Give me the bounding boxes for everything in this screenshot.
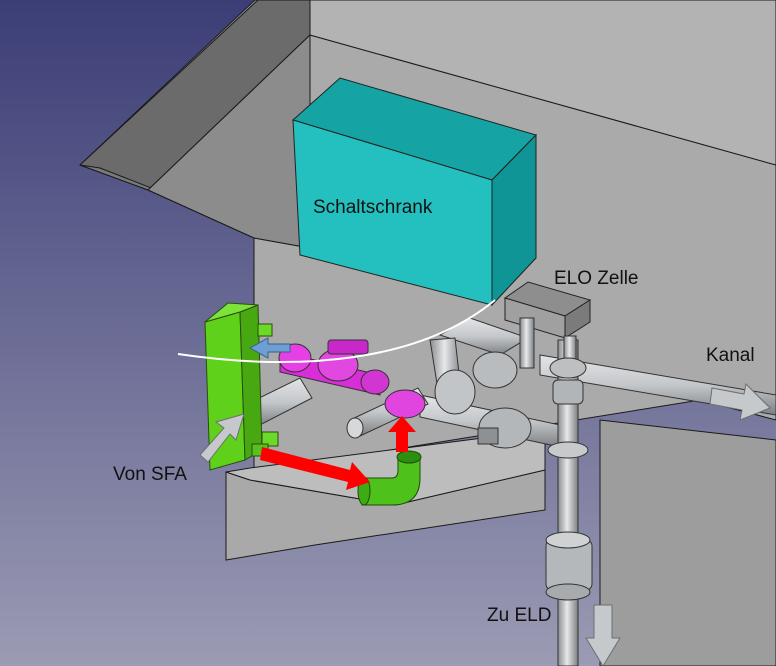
valve-body-upper [552, 379, 584, 405]
flange-lower [545, 531, 591, 549]
label-outlet: Zu ELD [487, 605, 552, 626]
magenta-fitting-right [360, 369, 390, 395]
magenta-valve-top [327, 339, 369, 355]
pipe-grey-mid-end [346, 417, 364, 439]
tank-top-face [309, 0, 776, 166]
grey-down-arrow [585, 604, 621, 666]
cabinet-side [491, 133, 537, 307]
tank-ledge [225, 429, 546, 506]
red-flow-arrow-up [388, 416, 416, 452]
magenta-tee [384, 389, 426, 419]
grey-inlet-arrow [199, 413, 245, 463]
flange-mid [547, 441, 589, 459]
elbow-joint [434, 369, 476, 415]
grey-channel-arrow [709, 382, 771, 421]
flow-curve [177, 299, 496, 363]
heat-exchanger-top [204, 302, 259, 323]
pipe-vertical-short [519, 317, 535, 369]
valve-diag-handle [477, 427, 499, 445]
tank-right-base [599, 419, 776, 666]
label-inlet: Von SFA [113, 464, 187, 485]
label-cabinet: Schaltschrank [313, 197, 433, 218]
valve-upper [549, 357, 587, 379]
valve-diag-1 [472, 351, 518, 389]
label-elo-cell: ELO Zelle [554, 268, 639, 289]
elo-cell-side [564, 299, 591, 339]
heat-exchanger-port-upper [257, 323, 273, 337]
blue-flow-arrow [248, 337, 291, 359]
green-elbow-top [396, 450, 422, 464]
label-channel: Kanal [706, 345, 755, 366]
heat-exchanger-port-lower [261, 431, 279, 447]
red-flow-arrow-horizontal [260, 447, 370, 490]
flange-bottom [545, 583, 591, 601]
